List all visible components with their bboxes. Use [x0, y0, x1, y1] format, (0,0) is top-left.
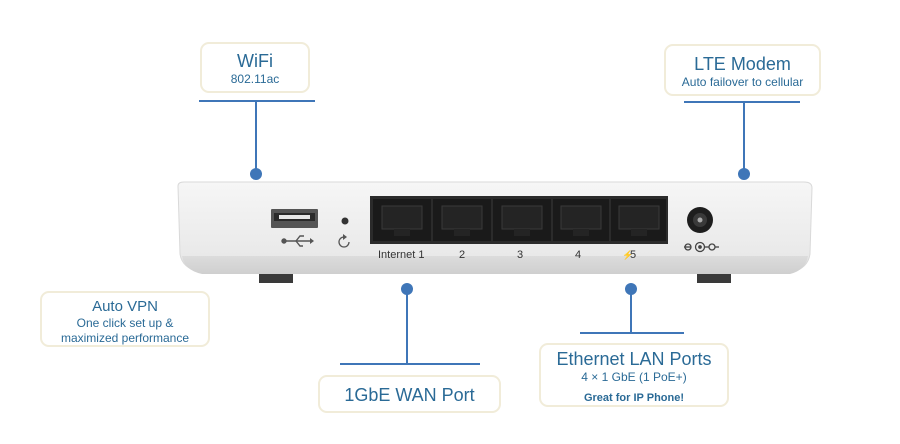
lte-title: LTE Modem: [694, 54, 791, 74]
lan-connector: [630, 290, 632, 333]
port-label-5: 5: [630, 249, 636, 261]
ethernet-port-2[interactable]: [433, 199, 491, 241]
wifi-subtitle: 802.11ac: [230, 72, 280, 86]
lan-note: Great for IP Phone!: [583, 392, 685, 404]
usb-port[interactable]: [271, 209, 318, 228]
wan-title: 1GbE WAN Port: [344, 385, 475, 405]
vpn-callout: Auto VPN One click set up & maximized pe…: [40, 291, 210, 347]
ethernet-port-4[interactable]: [553, 199, 609, 241]
usb-icon: [281, 235, 314, 247]
reset-icon: [338, 234, 350, 248]
wifi-connector: [255, 101, 257, 173]
power-jack[interactable]: [687, 207, 713, 233]
reset-button[interactable]: [341, 217, 349, 225]
lte-callout: LTE Modem Auto failover to cellular: [664, 44, 821, 96]
lte-dot: [738, 168, 750, 180]
vpn-line2: maximized performance: [60, 331, 190, 345]
poe-icon: ⚡: [622, 249, 633, 261]
vpn-line1: One click set up &: [76, 316, 174, 330]
lan-title: Ethernet LAN Ports: [556, 349, 712, 369]
router-base: [182, 256, 808, 274]
lan-callout: Ethernet LAN Ports 4 × 1 GbE (1 PoE+) Gr…: [539, 343, 729, 407]
wifi-dot: [250, 168, 262, 180]
wan-callout: 1GbE WAN Port: [318, 375, 501, 413]
vpn-title: Auto VPN: [92, 298, 158, 315]
port-label-4: 4: [575, 249, 581, 261]
lte-connector: [743, 102, 745, 172]
port-label-3: 3: [517, 249, 523, 261]
ethernet-port-internet-1[interactable]: [373, 199, 431, 241]
wan-connector: [406, 290, 408, 364]
right-foot: [697, 274, 731, 283]
lte-subtitle: Auto failover to cellular: [681, 75, 804, 89]
port-label-internet-1: Internet 1: [378, 249, 424, 261]
wifi-callout: WiFi 802.11ac: [200, 42, 310, 93]
port-label-2: 2: [459, 249, 465, 261]
power-jack-icon: [684, 241, 719, 253]
wifi-underline: [199, 100, 315, 102]
ethernet-port-3[interactable]: [493, 199, 551, 241]
lan-subtitle: 4 × 1 GbE (1 PoE+): [581, 370, 687, 384]
lan-underline: [580, 332, 684, 334]
ethernet-port-5[interactable]: [611, 199, 666, 241]
lan-dot: [625, 283, 637, 295]
lte-underline: [684, 101, 800, 103]
wan-dot: [401, 283, 413, 295]
wan-underline: [340, 363, 480, 365]
left-foot: [259, 274, 293, 283]
wifi-title: WiFi: [237, 51, 273, 71]
